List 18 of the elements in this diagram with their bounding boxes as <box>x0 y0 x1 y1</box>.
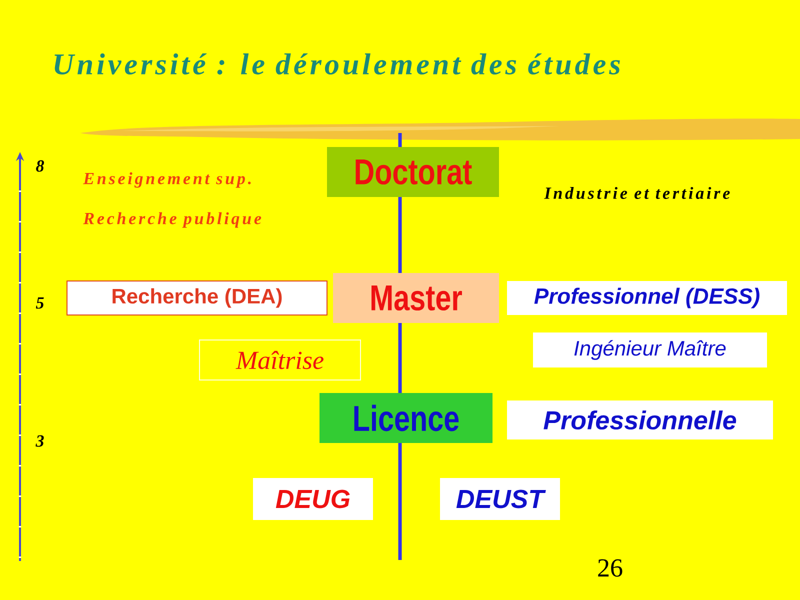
diploma-box: Ingénieur Maître <box>533 332 767 368</box>
diploma-box: Professionnelle <box>507 400 773 440</box>
level-box: Doctorat <box>327 147 499 197</box>
side-note: Enseignement sup. <box>83 172 251 188</box>
diploma-box: Maîtrise <box>199 340 361 380</box>
diploma-box: DEUG <box>253 478 373 520</box>
diploma-box: Recherche (DEA) <box>66 280 328 316</box>
year-number: 3 <box>36 435 44 447</box>
year-number: 8 <box>36 160 44 172</box>
page-number: 26 <box>598 559 622 577</box>
year-number: 5 <box>36 297 44 309</box>
side-note: Industrie et tertiaire <box>544 187 730 199</box>
level-box: Master <box>333 273 499 323</box>
diploma-box: DEUST <box>440 478 560 520</box>
diploma-box: Professionnel (DESS) <box>507 281 787 315</box>
side-note: Recherche publique <box>83 212 262 228</box>
level-box: Licence <box>320 393 492 443</box>
slide-title: Université : le déroulement des études <box>54 53 620 75</box>
